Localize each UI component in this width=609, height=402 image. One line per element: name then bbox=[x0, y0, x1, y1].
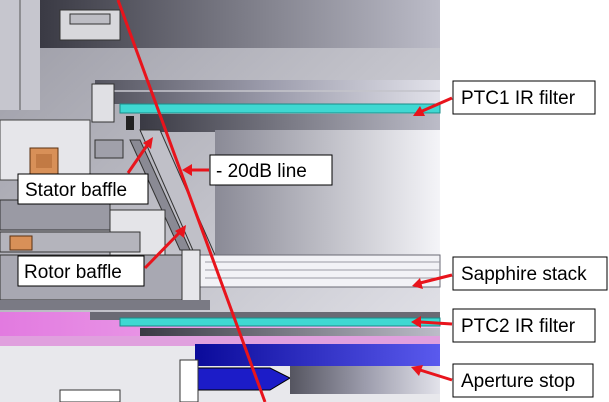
label-rotor-baffle: Rotor baffle bbox=[24, 262, 122, 283]
callout-ptc1-ir-filter: PTC1 IR filter bbox=[413, 80, 596, 116]
sapphire-stack-shape bbox=[199, 254, 441, 288]
label-ptc1-ir-filter: PTC1 IR filter bbox=[461, 88, 576, 109]
center-cavity bbox=[215, 130, 440, 255]
callout-stator-baffle: Stator baffle bbox=[17, 137, 153, 205]
callout-sapphire-stack: Sapphire stack bbox=[412, 256, 608, 291]
ptc1-ir-filter-shape bbox=[119, 103, 441, 114]
label-aperture-stop: Aperture stop bbox=[461, 371, 575, 392]
label-sapphire-stack: Sapphire stack bbox=[461, 264, 587, 285]
20db-line bbox=[116, 0, 267, 402]
label-ptc2-ir-filter: PTC2 IR filter bbox=[461, 316, 576, 337]
callout-aperture-stop: Aperture stop bbox=[411, 363, 594, 398]
bolt-upper bbox=[91, 83, 115, 123]
callout-ptc2-ir-filter: PTC2 IR filter bbox=[411, 308, 596, 343]
callout-rotor-baffle: Rotor baffle bbox=[17, 225, 186, 287]
mechanical-section bbox=[0, 0, 441, 402]
label-20db-line: - 20dB line bbox=[216, 161, 307, 182]
callout-20db-line: - 20dB line bbox=[182, 154, 333, 186]
ptc2-ir-filter-shape bbox=[119, 317, 441, 327]
upper-plate bbox=[95, 80, 440, 90]
label-stator-baffle: Stator baffle bbox=[25, 180, 127, 201]
bolt-lower bbox=[181, 249, 201, 303]
aperture-stop-shape bbox=[195, 344, 440, 366]
